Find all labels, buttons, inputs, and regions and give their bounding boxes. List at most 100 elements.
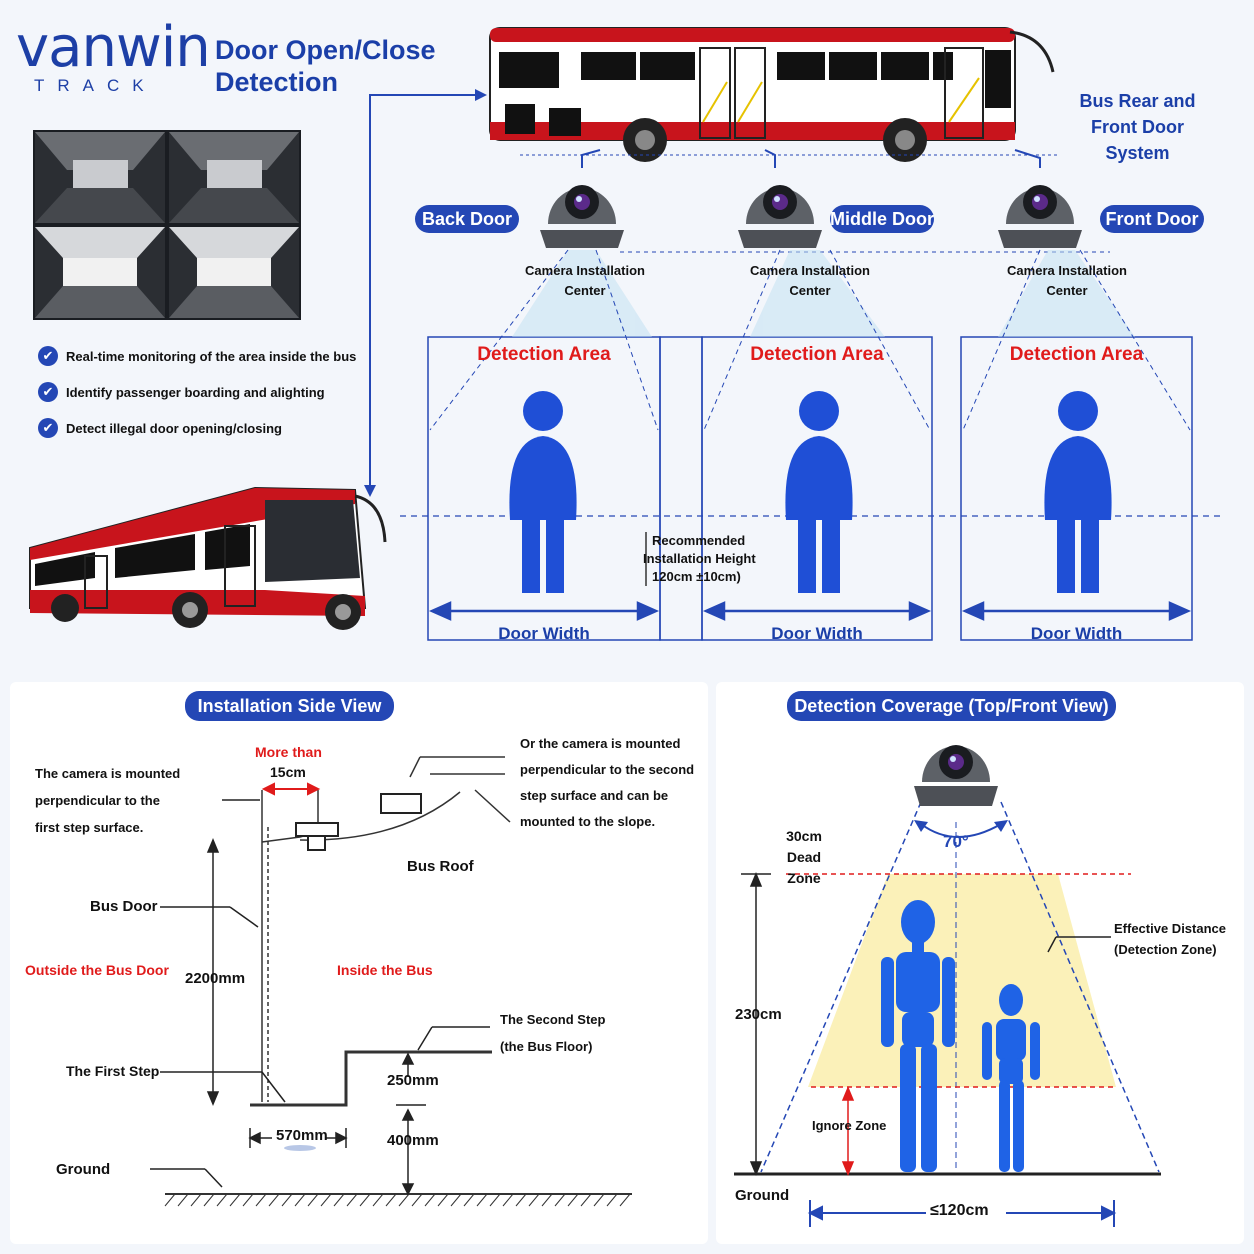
- height-line: 120cm ±10cm): [652, 569, 741, 584]
- check-icon: ✔: [38, 346, 58, 366]
- system-line-1: Bus Rear and: [1079, 91, 1196, 111]
- camera-dome-icon: [738, 185, 822, 248]
- camera-caption-line: Camera Installation: [1007, 263, 1127, 278]
- page-title: Door Open/Close Detection: [215, 34, 445, 98]
- feature-label: Detect illegal door opening/closing: [66, 420, 282, 436]
- note-line: mounted to the slope.: [520, 814, 656, 829]
- door-width-label: Door Width: [771, 624, 863, 643]
- camera-dome-icon: [540, 185, 624, 248]
- coverage-heading: Detection Coverage (Top/Front View): [787, 691, 1116, 721]
- floor-height-label: 400mm: [387, 1132, 439, 1149]
- first-step-label: The First Step: [66, 1063, 160, 1079]
- door-pill-front: Front Door: [1100, 205, 1204, 233]
- title-line-1: Door Open/Close: [215, 35, 436, 65]
- dead-zone-line: Dead Zone: [786, 849, 822, 886]
- total-height-label: 230cm: [735, 1006, 782, 1023]
- feature-item: ✔ Real-time monitoring of the area insid…: [38, 346, 356, 366]
- height-line: Installation Height: [643, 551, 756, 566]
- camera-dome-icon: [998, 185, 1082, 248]
- interior-view-1: [35, 132, 165, 223]
- person-icon: [785, 391, 853, 593]
- note-line: step surface and can be: [520, 788, 669, 803]
- outside-label: Outside the Bus Door: [25, 962, 169, 978]
- camera-caption-line: Center: [789, 283, 831, 298]
- detection-area-label: Detection Area: [750, 344, 884, 365]
- detection-area-label: Detection Area: [1009, 344, 1144, 365]
- door-width-label: Door Width: [1030, 624, 1123, 643]
- feature-label: Identify passenger boarding and alightin…: [66, 384, 325, 400]
- bus-door-label: Bus Door: [90, 898, 158, 915]
- child-figure-icon: [982, 984, 1040, 1172]
- door-width-label: Door Width: [498, 624, 590, 643]
- effective-line: (Detection Zone): [1114, 942, 1217, 957]
- check-icon: ✔: [38, 382, 58, 402]
- detection-diagram: [400, 149, 1225, 641]
- ground-label: Ground: [56, 1161, 111, 1178]
- camera-caption-line: Center: [564, 283, 606, 298]
- height-2200-label: 2200mm: [185, 970, 246, 987]
- bus-front-view: [29, 486, 387, 630]
- check-icon: ✔: [38, 418, 58, 438]
- min-gap-label: 15cm: [270, 764, 306, 780]
- door-pill-middle: Middle Door: [830, 205, 934, 233]
- feature-label: Real-time monitoring of the area inside …: [66, 348, 357, 364]
- note-line: first step surface.: [35, 820, 144, 835]
- interior-view-3: [35, 227, 165, 318]
- camera-mount-icon: [307, 835, 326, 851]
- interior-camera-grid: [33, 130, 301, 320]
- step-rise-label: 250mm: [387, 1072, 439, 1089]
- feature-item: ✔ Identify passenger boarding and alight…: [38, 382, 325, 402]
- interior-view-4: [169, 227, 299, 318]
- camera-mount-icon: [295, 822, 339, 837]
- camera-dome-icon: [914, 745, 998, 806]
- feature-item: ✔ Detect illegal door opening/closing: [38, 418, 282, 438]
- ignore-zone-label: Ignore Zone: [812, 1118, 887, 1133]
- second-step-line: The Second Step: [500, 1012, 606, 1027]
- interior-view-2: [169, 132, 299, 223]
- detection-area-label: Detection Area: [477, 344, 611, 365]
- camera-caption: Camera Installation Center: [510, 261, 660, 301]
- door-pill-back: Back Door: [415, 205, 519, 233]
- coverage-drawing: [734, 745, 1161, 1227]
- dead-zone-line: 30cm: [786, 828, 822, 844]
- bus-roof-label: Bus Roof: [407, 858, 474, 875]
- inside-label: Inside the Bus: [337, 962, 433, 978]
- system-line-2: Front Door System: [1091, 117, 1184, 163]
- note-left: The camera is mounted perpendicular to t…: [35, 760, 180, 841]
- title-line-2: Detection: [215, 67, 339, 97]
- note-line: Or the camera is mounted: [520, 736, 681, 751]
- camera-caption-line: Center: [1046, 283, 1088, 298]
- width-label: ≤120cm: [930, 1202, 989, 1219]
- note-line: perpendicular to the second: [520, 762, 695, 777]
- height-line: Recommended: [652, 533, 746, 548]
- step-depth-label: 570mm: [276, 1127, 328, 1144]
- person-icon: [509, 391, 577, 593]
- brand-logo: vanwin: [16, 15, 211, 80]
- side-view-drawing: [150, 756, 632, 1207]
- more-than-label: More than: [255, 744, 322, 760]
- recommended-height: Recommended Installation Height 120cm ±1…: [643, 532, 756, 586]
- side-view-panel: [10, 682, 708, 1244]
- camera-caption-line: Camera Installation: [750, 263, 870, 278]
- note-line: The camera is mounted: [35, 766, 181, 781]
- camera-mount-icon: [380, 793, 422, 814]
- ground-label: Ground: [735, 1187, 790, 1204]
- effective-line: Effective Distance: [1114, 921, 1226, 936]
- brand-sub: TRACK: [34, 76, 157, 95]
- adult-figure-icon: [881, 900, 955, 1172]
- camera-caption-line: Camera Installation: [525, 263, 645, 278]
- side-view-heading: Installation Side View: [185, 691, 394, 721]
- angle-label: 70°: [943, 832, 969, 851]
- camera-caption: Camera Installation Center: [992, 261, 1142, 301]
- note-right: Or the camera is mounted perpendicular t…: [520, 731, 694, 835]
- effective-label: Effective Distance (Detection Zone): [1114, 918, 1226, 960]
- second-step-label: The Second Step (the Bus Floor): [500, 1006, 605, 1060]
- second-step-line: (the Bus Floor): [500, 1039, 593, 1054]
- note-line: perpendicular to the: [35, 793, 160, 808]
- camera-caption: Camera Installation Center: [735, 261, 885, 301]
- person-icon: [1044, 391, 1112, 593]
- dead-zone-label: 30cm Dead Zone: [770, 826, 838, 889]
- connector-arrow: [364, 89, 487, 497]
- system-label: Bus Rear and Front Door System: [1060, 88, 1215, 166]
- bus-side-view: [489, 27, 1055, 162]
